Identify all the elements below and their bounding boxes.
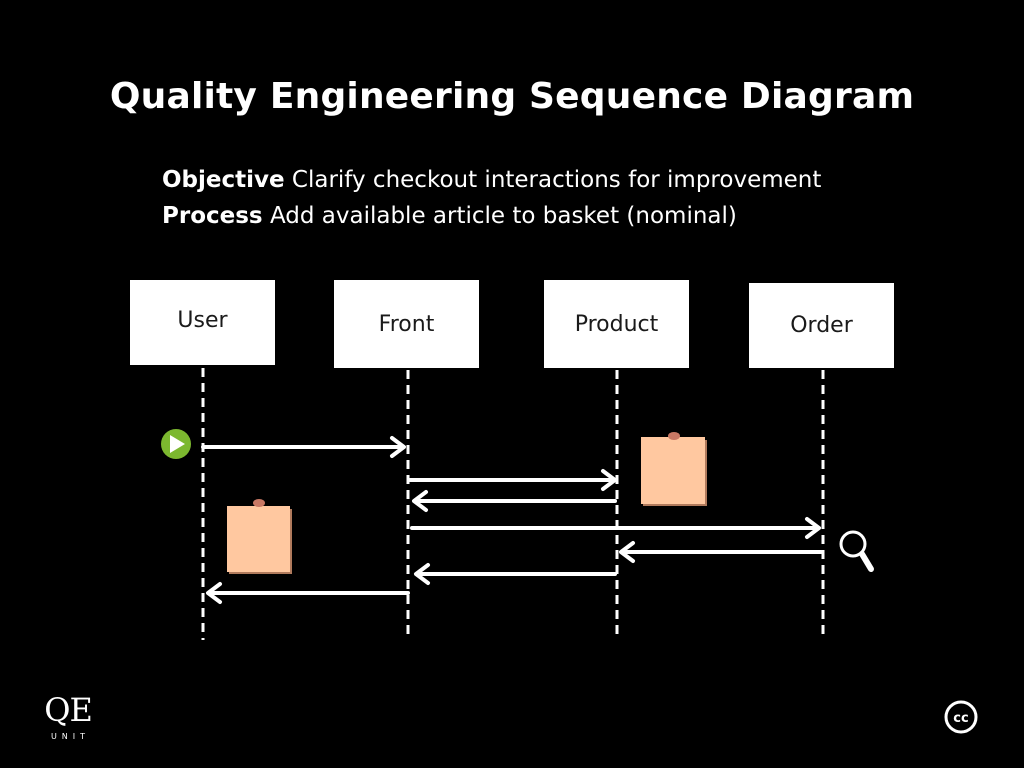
- play-icon: [161, 429, 191, 459]
- logo-main: QE: [44, 691, 93, 729]
- svg-text:cc: cc: [953, 711, 968, 726]
- lifeline-label-order: Order: [790, 313, 853, 338]
- process-line: Process Add available article to basket …: [162, 203, 737, 229]
- message-product-to-front: [412, 490, 617, 512]
- message-front-to-user: [206, 582, 410, 604]
- magnifier-icon: [839, 530, 874, 572]
- sticky-note-icon: [641, 432, 707, 506]
- objective-label: Objective: [162, 167, 285, 193]
- lifeline-box-product: Product: [544, 280, 689, 368]
- creative-commons-icon: cc: [944, 700, 978, 734]
- page-title: Quality Engineering Sequence Diagram: [109, 76, 915, 117]
- message-user-to-front: [201, 436, 406, 458]
- sticky-note-icon: [227, 499, 292, 574]
- process-text: Add available article to basket (nominal…: [269, 203, 737, 229]
- lifeline-box-order: Order: [749, 283, 894, 368]
- lifeline-box-front: Front: [334, 280, 479, 368]
- lifeline-box-user: User: [130, 280, 275, 365]
- message-front-to-order: [410, 517, 821, 539]
- objective-line: Objective Clarify checkout interactions …: [162, 167, 821, 193]
- process-label: Process: [162, 203, 263, 229]
- objective-text: Clarify checkout interactions for improv…: [291, 167, 822, 193]
- lifeline-label-user: User: [177, 308, 228, 333]
- message-product-to-front-return: [414, 563, 617, 585]
- lifeline-label-front: Front: [378, 311, 435, 337]
- qe-unit-logo: QE UNIT: [40, 693, 96, 741]
- message-front-to-product: [408, 469, 617, 491]
- message-order-to-product: [619, 541, 823, 563]
- logo-sub: UNIT: [50, 732, 91, 741]
- lifeline-label-product: Product: [574, 311, 659, 337]
